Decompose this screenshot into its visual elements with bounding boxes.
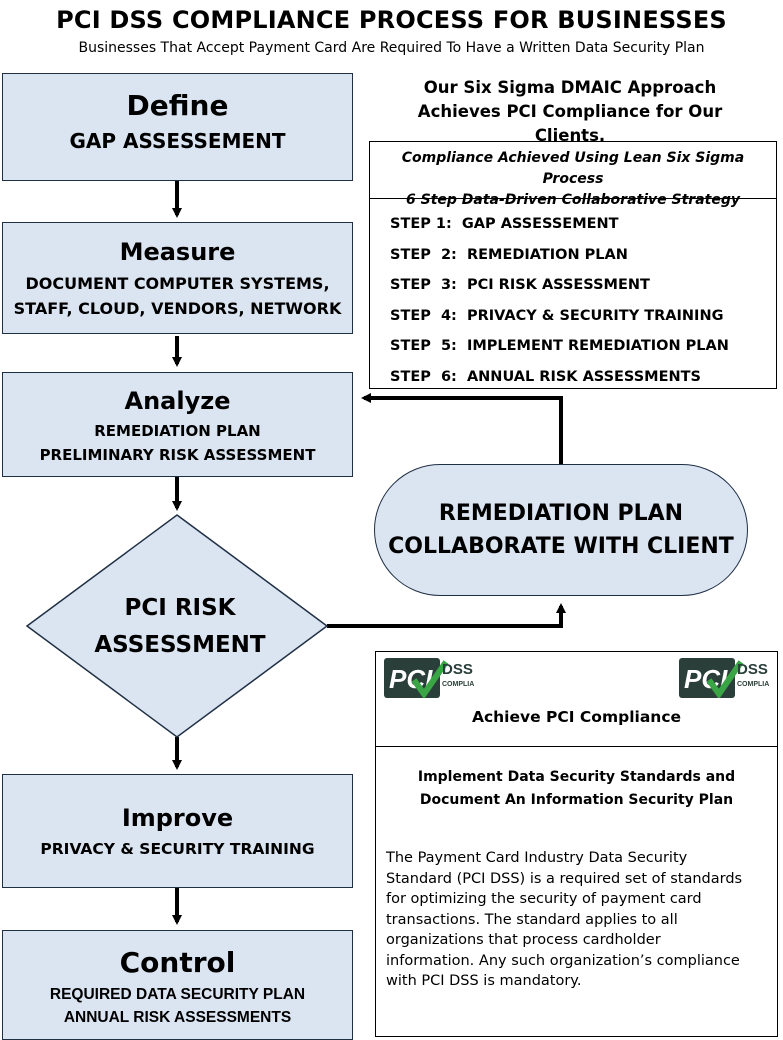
info-body-line: The Payment Card Industry Data Security <box>386 850 688 866</box>
page-subtitle: Businesses That Accept Payment Card Are … <box>78 40 705 56</box>
info-body-line: with PCI DSS is mandatory. <box>386 973 582 989</box>
svg-text:DSS: DSS <box>737 661 768 678</box>
info-body-line: transactions. The standard applies to al… <box>386 911 678 928</box>
control-heading: Control <box>119 946 236 979</box>
define-box: Define GAP ASSESSEMENT <box>2 73 353 181</box>
define-line-1: GAP ASSESSEMENT <box>69 129 286 153</box>
intro-line-2: Achieves PCI Compliance for Our Clients. <box>417 102 723 145</box>
step-item: STEP 6: ANNUAL RISK ASSESSMENTS <box>390 368 701 385</box>
svg-text:DSS: DSS <box>442 661 473 678</box>
info-body-line: for optimizing the security of payment c… <box>386 891 702 907</box>
intro-text: Our Six Sigma DMAIC Approach Achieves PC… <box>385 76 755 148</box>
decision-line-1: PCI RISK <box>124 595 236 621</box>
info-header: PCI DSS COMPLIANT PCI DSS COMPLIANT Achi… <box>376 652 777 747</box>
pci-dss-logo: PCI DSS COMPLIANT <box>384 658 474 698</box>
steps-header-line-2: 6 Step Data-Driven Collaborative Strateg… <box>406 192 740 208</box>
improve-box: Improve PRIVACY & SECURITY TRAINING <box>2 774 353 888</box>
remediation-line-1: REMEDIATION PLAN <box>438 501 684 526</box>
info-subheading-line-1: Implement Data Security Standards and <box>417 769 736 785</box>
define-heading: Define <box>126 89 229 122</box>
improve-heading: Improve <box>121 804 234 832</box>
info-body-line: information. Any such organization’s com… <box>386 952 740 969</box>
step-item: STEP 4: PRIVACY & SECURITY TRAINING <box>390 307 724 324</box>
info-subheading: Implement Data Security Standards and Do… <box>376 766 777 812</box>
step-item: STEP 5: IMPLEMENT REMEDIATION PLAN <box>390 338 729 354</box>
measure-box: Measure DOCUMENT COMPUTER SYSTEMS, STAFF… <box>2 222 353 334</box>
improve-line-1: PRIVACY & SECURITY TRAINING <box>40 840 315 858</box>
info-title: Achieve PCI Compliance <box>471 708 682 726</box>
info-body: The Payment Card Industry Data Security … <box>386 848 771 992</box>
intro-line-1: Our Six Sigma DMAIC Approach <box>423 78 717 97</box>
arrow-remediation-analyze <box>361 393 563 465</box>
decision-diamond <box>25 514 329 738</box>
remediation-line-2: COLLABORATE WITH CLIENT <box>388 534 734 559</box>
decision-line-2: ASSESSMENT <box>94 632 266 658</box>
step-item: STEP 1: GAP ASSESSEMENT <box>390 216 619 232</box>
decision-label: PCI RISK ASSESSMENT <box>40 590 320 664</box>
analyze-heading: Analyze <box>124 387 231 415</box>
svg-text:COMPLIANT: COMPLIANT <box>442 681 474 688</box>
analyze-box: Analyze REMEDIATION PLAN PRELIMINARY RIS… <box>2 372 353 477</box>
measure-line-1: DOCUMENT COMPUTER SYSTEMS, <box>25 274 330 293</box>
steps-header-line-1: Compliance Achieved Using Lean Six Sigma… <box>401 150 745 187</box>
info-box: PCI DSS COMPLIANT PCI DSS COMPLIANT Achi… <box>375 651 778 1037</box>
analyze-line-1: REMEDIATION PLAN <box>94 422 261 440</box>
info-subheading-line-2: Document An Information Security Plan <box>419 792 734 808</box>
control-line-2: ANNUAL RISK ASSESSMENTS <box>63 1009 292 1026</box>
step-item: STEP 3: PCI RISK ASSESSMENT <box>390 277 650 293</box>
info-body-line: organizations that process cardholder <box>386 932 661 948</box>
remediation-node: REMEDIATION PLAN COLLABORATE WITH CLIENT <box>374 464 748 596</box>
info-body-line: Standard (PCI DSS) is a required set of … <box>386 870 743 887</box>
analyze-line-2: PRELIMINARY RISK ASSESSMENT <box>39 446 316 464</box>
control-box: Control REQUIRED DATA SECURITY PLAN ANNU… <box>2 930 353 1040</box>
steps-header: Compliance Achieved Using Lean Six Sigma… <box>370 142 776 208</box>
control-line-1: REQUIRED DATA SECURITY PLAN <box>49 986 306 1003</box>
measure-line-2: STAFF, CLOUD, VENDORS, NETWORK <box>13 299 342 318</box>
steps-box: Compliance Achieved Using Lean Six Sigma… <box>369 141 777 389</box>
page-title: PCI DSS COMPLIANCE PROCESS FOR BUSINESSE… <box>56 6 727 34</box>
pci-dss-logo: PCI DSS COMPLIANT <box>679 658 769 698</box>
svg-text:COMPLIANT: COMPLIANT <box>737 681 769 688</box>
step-item: STEP 2: REMEDIATION PLAN <box>390 246 628 263</box>
measure-heading: Measure <box>119 238 236 266</box>
arrow-decision-remediation <box>327 603 566 628</box>
steps-list: STEP 1: GAP ASSESSEMENT STEP 2: REMEDIAT… <box>370 199 776 392</box>
